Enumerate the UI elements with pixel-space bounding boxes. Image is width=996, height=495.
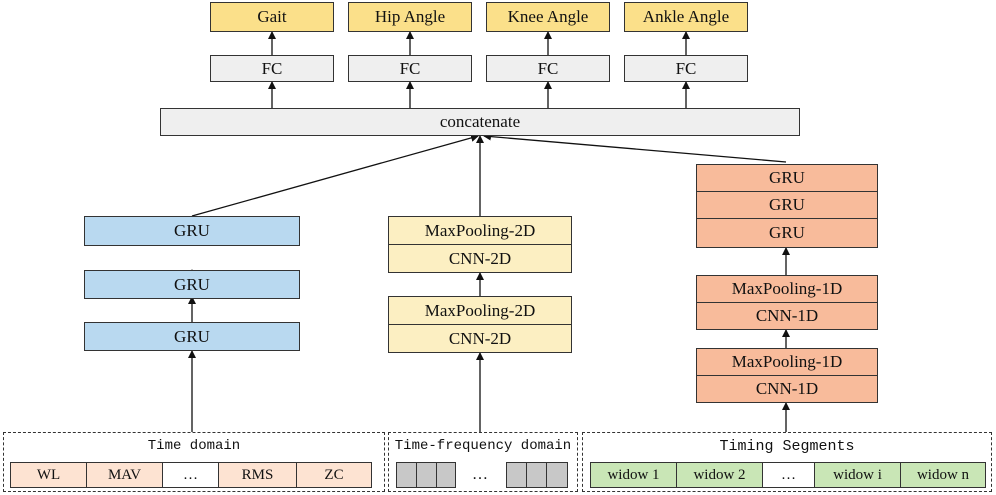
- output-knee-angle: Knee Angle: [486, 2, 610, 32]
- cnn-2d-layer: CNN-2D: [448, 248, 512, 268]
- timing-window-strip: widow 1 widow 2 … widow i widow n: [590, 462, 986, 488]
- fc-box-1: FC: [210, 55, 334, 82]
- time-domain-group: [3, 432, 385, 492]
- window-i: widow i: [815, 463, 901, 487]
- feature-ellipsis: …: [163, 463, 219, 487]
- time-frequency-title: Time-frequency domain: [394, 438, 572, 454]
- fc-box-2: FC: [348, 55, 472, 82]
- fc-box-4: FC: [624, 55, 748, 82]
- tf-cell: [397, 463, 417, 487]
- tf-strip-right: [506, 462, 568, 488]
- time-frequency-group: [388, 432, 578, 492]
- maxpooling-2d-layer: MaxPooling-2D: [389, 217, 571, 245]
- middle-cnn2d-block-lower: MaxPooling-2D CNN-2D: [388, 296, 572, 353]
- feature-wl: WL: [11, 463, 87, 487]
- output-ankle-angle: Ankle Angle: [624, 2, 748, 32]
- concatenate-box: concatenate: [160, 108, 800, 136]
- right-gru-1: GRU: [697, 165, 877, 192]
- tf-cell: [507, 463, 527, 487]
- time-domain-feature-strip: WL MAV … RMS ZC: [10, 462, 372, 488]
- window-n: widow n: [901, 463, 985, 487]
- timing-segments-group: [582, 432, 992, 492]
- tf-cell: [417, 463, 437, 487]
- feature-rms: RMS: [219, 463, 297, 487]
- maxpooling-1d-layer: MaxPooling-1D: [697, 349, 877, 376]
- arrow-left-to-concat: [191, 134, 479, 217]
- right-gru-stack: GRU GRU GRU: [696, 164, 878, 248]
- fc-box-3: FC: [486, 55, 610, 82]
- left-gru-3: GRU: [84, 322, 300, 351]
- right-cnn1d-block-upper: MaxPooling-1D CNN-1D: [696, 275, 878, 330]
- feature-mav: MAV: [87, 463, 163, 487]
- tf-cell: [547, 463, 567, 487]
- maxpooling-2d-layer: MaxPooling-2D: [389, 297, 571, 325]
- cnn-1d-layer: CNN-1D: [755, 306, 819, 325]
- right-gru-3: GRU: [769, 223, 805, 242]
- arrow-right-to-concat: [483, 132, 787, 163]
- left-gru-1: GRU: [84, 216, 300, 246]
- left-gru-2: GRU: [84, 270, 300, 299]
- window-1: widow 1: [591, 463, 677, 487]
- right-cnn1d-block-lower: MaxPooling-1D CNN-1D: [696, 348, 878, 403]
- window-2: widow 2: [677, 463, 763, 487]
- tf-ellipsis: …: [472, 466, 488, 483]
- output-hip-angle: Hip Angle: [348, 2, 472, 32]
- timing-segments-title: Timing Segments: [719, 438, 855, 455]
- maxpooling-1d-layer: MaxPooling-1D: [697, 276, 877, 303]
- middle-cnn2d-block-upper: MaxPooling-2D CNN-2D: [388, 216, 572, 273]
- time-domain-title: Time domain: [147, 438, 241, 454]
- tf-strip-left: [396, 462, 456, 488]
- window-ellipsis: …: [763, 463, 815, 487]
- cnn-1d-layer: CNN-1D: [755, 379, 819, 398]
- cnn-2d-layer: CNN-2D: [448, 328, 512, 348]
- tf-cell: [437, 463, 455, 487]
- right-gru-2: GRU: [697, 192, 877, 219]
- output-gait: Gait: [210, 2, 334, 32]
- feature-zc: ZC: [297, 463, 371, 487]
- tf-cell: [527, 463, 547, 487]
